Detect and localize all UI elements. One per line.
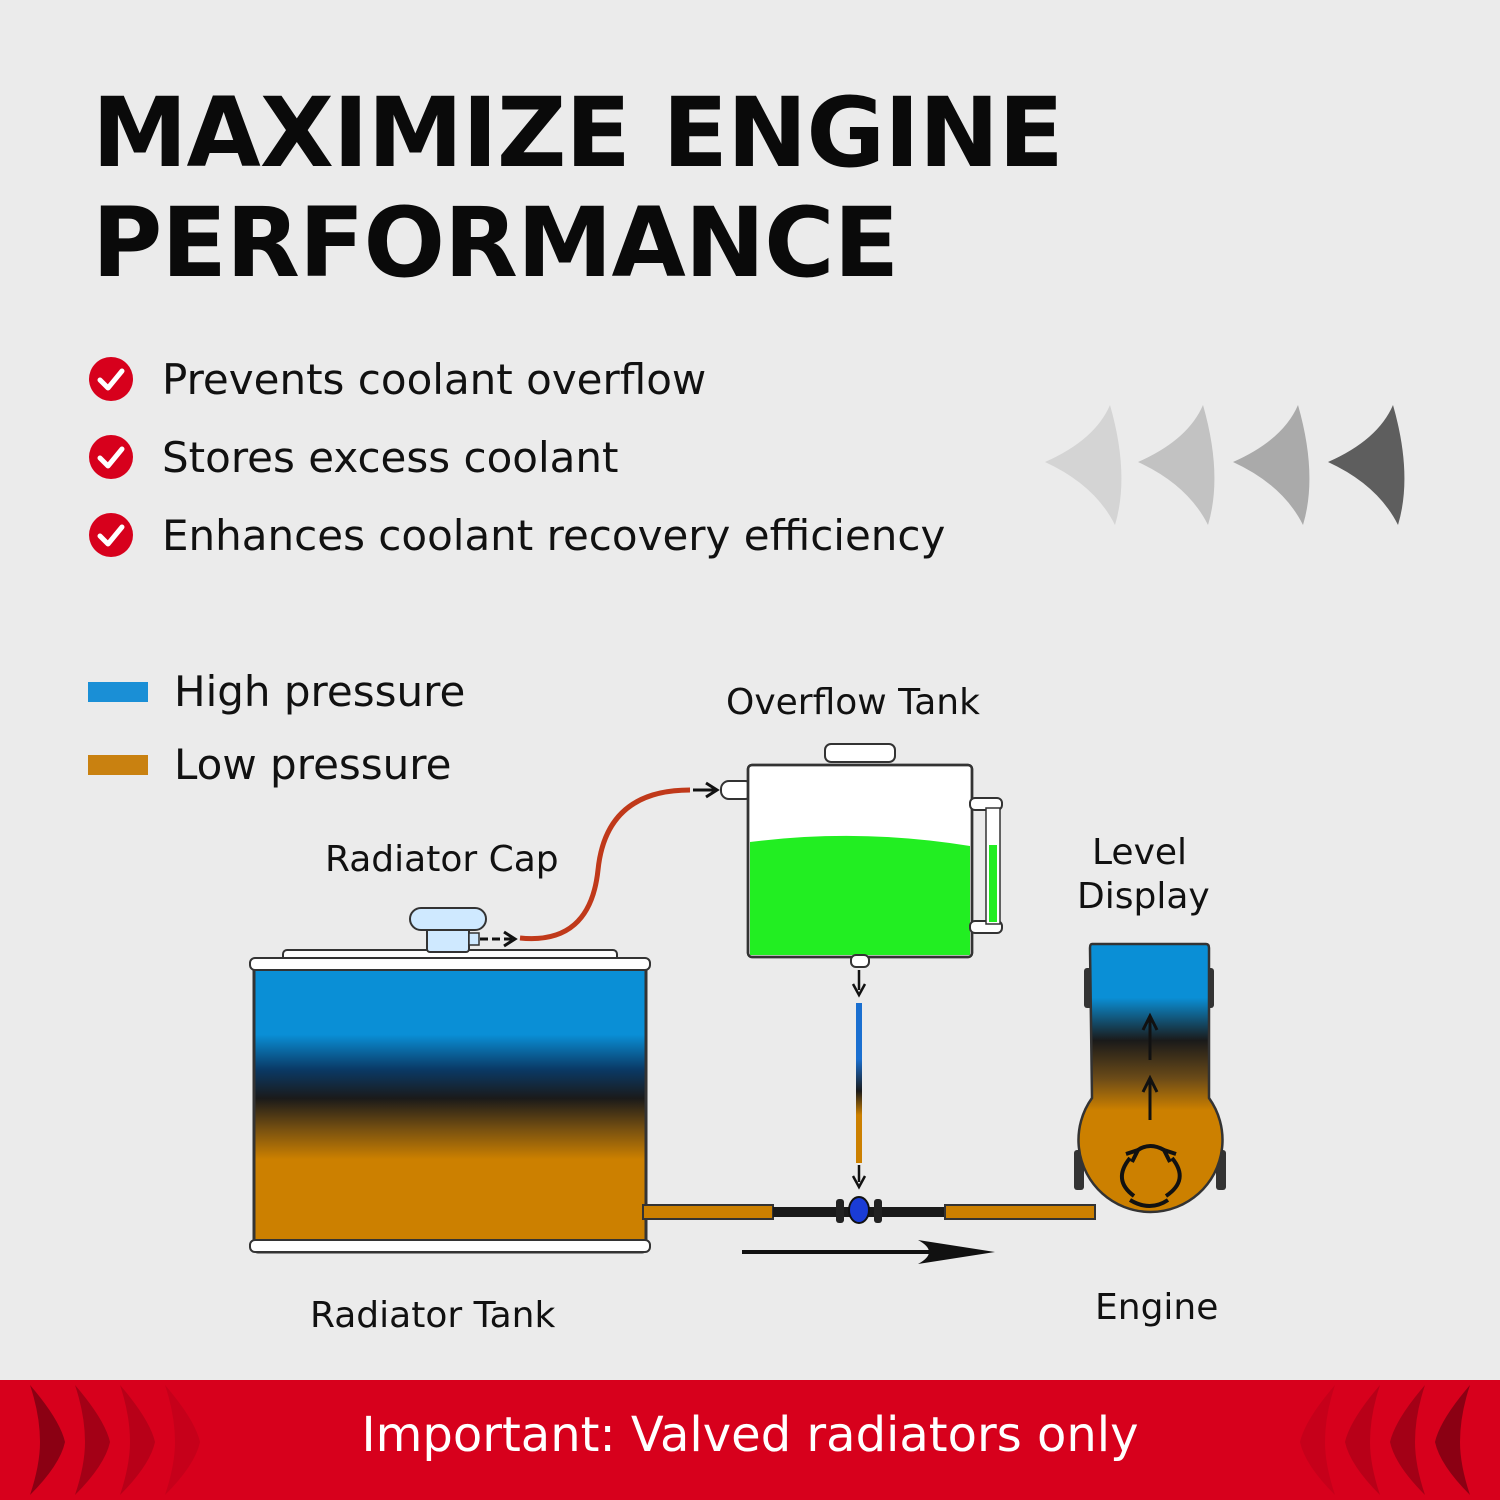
feature-item: Prevents coolant overflow: [88, 340, 945, 418]
label-overflow-tank: Overflow Tank: [726, 682, 980, 723]
footer-banner: Important: Valved radiators only: [0, 1380, 1500, 1500]
feature-text: Enhances coolant recovery efficiency: [162, 510, 946, 560]
legend-item-high: High pressure: [88, 655, 465, 728]
check-circle-icon: [89, 513, 133, 557]
flow-direction-arrow-icon: [742, 1240, 995, 1264]
legend-item-low: Low pressure: [88, 728, 465, 801]
footer-text: Important: Valved radiators only: [361, 1407, 1139, 1463]
engine: [1074, 942, 1226, 1214]
check-circle-icon: [89, 435, 133, 479]
overflow-tank: [720, 743, 1003, 968]
label-level-display-line1: Level: [1092, 832, 1188, 873]
return-line: [856, 1003, 862, 1163]
label-level-display-line2: Display: [1077, 876, 1210, 917]
cooling-system-diagram: [249, 743, 1226, 1264]
feature-item: Enhances coolant recovery efficiency: [88, 496, 945, 574]
legend-swatch-high: [88, 681, 148, 702]
pressure-legend: High pressure Low pressure: [88, 655, 465, 801]
decorative-chevrons-icon: [1045, 405, 1405, 525]
page-title: MAXIMIZE ENGINE PERFORMANCE: [92, 77, 1064, 299]
radiator-tank: [249, 949, 651, 1254]
coolant-pipe: [642, 1196, 1096, 1224]
pump-rotation-icon: [1120, 1144, 1182, 1208]
title-line-2: PERFORMANCE: [92, 187, 899, 299]
radiator-cap-icon: [409, 907, 487, 953]
feature-item: Stores excess coolant: [88, 418, 945, 496]
feature-text: Stores excess coolant: [162, 432, 619, 482]
title-line-1: MAXIMIZE ENGINE: [92, 77, 1064, 189]
feature-list: Prevents coolant overflow Stores excess …: [88, 340, 945, 574]
legend-label-low: Low pressure: [174, 740, 452, 789]
overflow-hose: [519, 787, 691, 942]
footer-chevrons-left-icon: [30, 1385, 200, 1495]
legend-swatch-low: [88, 754, 148, 775]
footer-chevrons-right-icon: [1300, 1385, 1470, 1495]
label-radiator-cap: Radiator Cap: [325, 839, 559, 880]
label-radiator-tank: Radiator Tank: [310, 1295, 556, 1336]
feature-text: Prevents coolant overflow: [162, 354, 707, 404]
legend-label-high: High pressure: [174, 667, 466, 716]
check-circle-icon: [89, 357, 133, 401]
label-engine: Engine: [1095, 1287, 1219, 1328]
